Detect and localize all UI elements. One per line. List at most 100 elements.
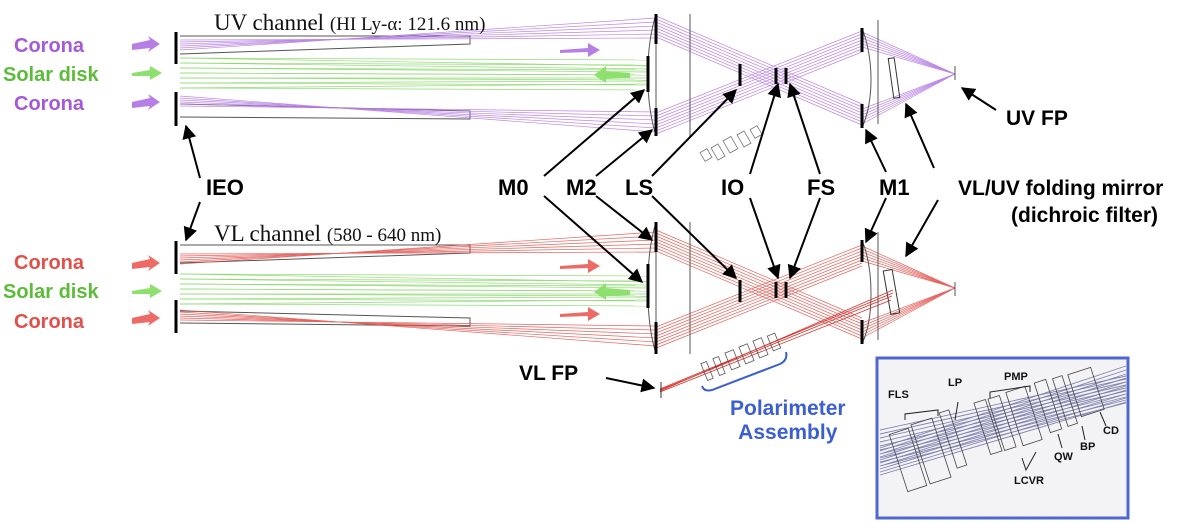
inset-lcvr-label: LCVR — [1014, 475, 1044, 487]
uv-channel-name: UV channel — [214, 10, 325, 35]
uv-ray — [861, 73, 956, 113]
vl-ray — [655, 232, 863, 322]
polarimeter-bracket — [701, 351, 788, 392]
vl-solar-disk-label: Solar disk — [3, 281, 99, 303]
inset-ray — [879, 375, 1127, 431]
vl-ray — [861, 260, 956, 289]
disk-ray — [179, 72, 649, 76]
uv-corona-arrows — [132, 36, 600, 110]
uv-ray — [655, 51, 863, 135]
uv-channel-spec: (HI Ly-α: 121.6 nm) — [329, 14, 486, 35]
vl-ray — [655, 262, 863, 346]
inset-ray — [879, 373, 1127, 455]
disk-ray — [179, 293, 649, 297]
disk-ray — [179, 80, 649, 84]
uv-ray — [861, 73, 956, 110]
disk-ray — [179, 278, 649, 286]
disk-ray — [179, 67, 649, 73]
disk-ray — [179, 303, 649, 307]
disk-ray — [179, 283, 649, 289]
vl-disk-arrows — [132, 283, 630, 300]
m1-label: M1 — [879, 175, 910, 200]
vl-ray — [179, 231, 657, 265]
uv-fp-label: UV FP — [1006, 107, 1068, 130]
ieo-label: IEO — [206, 175, 244, 200]
vl-ray — [179, 311, 657, 343]
callout-arrows — [182, 82, 997, 393]
vl-channel-spec: (580 - 640 nm) — [326, 225, 442, 246]
uv-ray — [179, 97, 657, 129]
vl-fp-label: VL FP — [519, 362, 579, 385]
uv-ray — [655, 48, 863, 132]
disk-ray — [179, 273, 649, 283]
polarimeter-inset — [875, 356, 1130, 520]
uv-ray — [179, 33, 657, 43]
inset-pmp-label: PMP — [1004, 371, 1028, 383]
uv-channel-title: UV channel (HI Ly-α: 121.6 nm) — [214, 11, 485, 34]
uv-ray — [179, 101, 657, 121]
uv-ray — [861, 40, 956, 75]
dichroic-filter-label: (dichroic filter) — [1011, 204, 1159, 227]
inset-ray — [879, 384, 1127, 443]
vl-ray — [655, 250, 863, 340]
uv-corona-bottom-label: Corona — [14, 93, 84, 115]
inset-ray — [879, 393, 1127, 455]
disk-ray — [179, 273, 649, 277]
uv-ray — [861, 34, 956, 75]
vl-ray — [861, 287, 956, 333]
ls-label: LS — [625, 175, 654, 200]
m2-label: M2 — [566, 175, 597, 200]
inset-ray — [879, 396, 1127, 459]
disk-ray — [179, 57, 649, 61]
uv-ghost-optics — [699, 125, 763, 162]
m0-label: M0 — [498, 175, 529, 200]
uv-ray — [655, 42, 863, 126]
inset-cd-label: CD — [1103, 425, 1119, 437]
vl-ray — [861, 287, 956, 339]
inset-bp-label: BP — [1080, 441, 1096, 453]
vl-ray — [179, 319, 657, 327]
vl-ray — [655, 247, 863, 337]
vl-ray — [655, 244, 863, 328]
vl-entrance-baffles — [179, 244, 471, 327]
vl-ray — [179, 239, 657, 261]
vl-ray — [655, 235, 863, 325]
uv-ray — [179, 21, 657, 49]
uv-ray — [655, 21, 863, 111]
uv-ray — [179, 105, 657, 113]
vl-corona-top-label: Corona — [14, 252, 84, 274]
vl-ray — [861, 248, 956, 289]
uv-solar-disk-label: Solar disk — [3, 64, 99, 86]
disk-ray — [179, 296, 649, 300]
polarimeter-line1: Polarimeter — [730, 397, 846, 420]
inset-ray — [879, 389, 1127, 467]
uv-folding-mirror — [887, 57, 901, 99]
uv-ray — [655, 33, 863, 117]
uv-disk-arrows — [132, 66, 630, 83]
disk-ray — [179, 82, 649, 86]
uv-ray — [179, 103, 657, 117]
uv-ray — [655, 18, 863, 108]
solar-disk-rays — [179, 57, 649, 307]
disk-ray — [179, 298, 649, 302]
uv-ray — [179, 17, 657, 51]
vl-ray — [655, 247, 863, 331]
uv-ray — [861, 46, 956, 75]
disk-ray — [179, 62, 649, 70]
uv-ray — [655, 45, 863, 129]
vl-ray — [179, 313, 657, 339]
vl-ray — [861, 287, 956, 336]
uv-ray — [861, 73, 956, 125]
vl-mirrors — [646, 222, 864, 354]
vl-ray — [861, 287, 956, 330]
uv-ray — [655, 24, 863, 114]
vl-ray — [179, 251, 657, 255]
vl-ray — [179, 309, 657, 347]
inset-ray — [879, 369, 1127, 452]
vl-ray — [861, 287, 956, 324]
vl-channel-name: VL channel — [214, 221, 322, 246]
vl-ray — [861, 254, 956, 289]
uv-mirrors — [646, 14, 864, 136]
fs-label: FS — [807, 175, 836, 200]
